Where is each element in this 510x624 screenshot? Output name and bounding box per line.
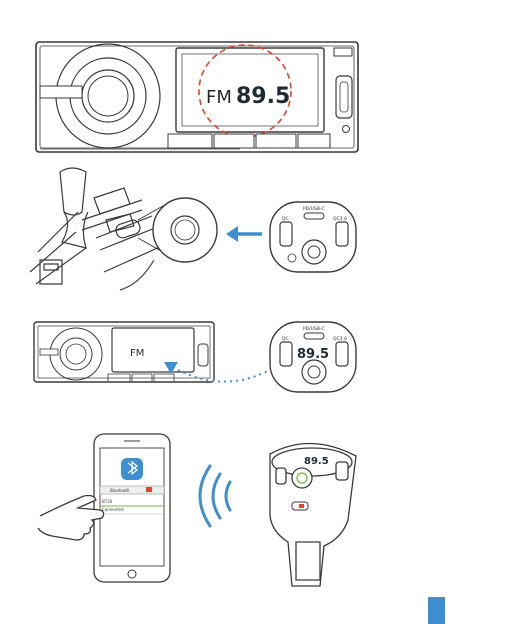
step2-plug-in-illustration: PD/USB-C QC QC3.0 (0, 160, 510, 300)
step3-tune-illustration: FM PD/USB-C QC QC3.0 89.5 (0, 300, 510, 410)
port-left-label-2: QC (282, 336, 289, 342)
phone-row-2: Connected (102, 507, 124, 512)
radio-band: FM (206, 87, 232, 108)
gear-shifter-icon (30, 168, 162, 290)
small-radio-band: FM (130, 348, 144, 359)
insert-arrow-icon (226, 226, 262, 242)
usb-c-label: PD/USB-C (303, 206, 325, 212)
device-frequency: 89.5 (297, 347, 329, 362)
port-left-label: QC (282, 216, 289, 222)
port-right-label: QC3.0 (333, 216, 347, 222)
page-tab-marker (428, 597, 445, 624)
wireless-signal-icon (200, 466, 230, 526)
port-right-label-2: QC3.0 (333, 336, 347, 342)
step4-bluetooth-illustration: Bluetooth BT20 Connected 89.5 (0, 410, 510, 590)
radio-frequency: 89.5 (236, 84, 290, 109)
phone-header-text: Bluetooth (110, 488, 130, 493)
device-side-frequency: 89.5 (304, 456, 329, 467)
small-radio-icon (34, 322, 214, 382)
fm-transmitter-top-icon (270, 202, 356, 272)
phone-row-1[interactable]: BT20 (102, 499, 113, 504)
step1-radio-illustration: FM 89.5 (0, 0, 510, 160)
usb-c-label-2: PD/USB-C (303, 326, 325, 332)
